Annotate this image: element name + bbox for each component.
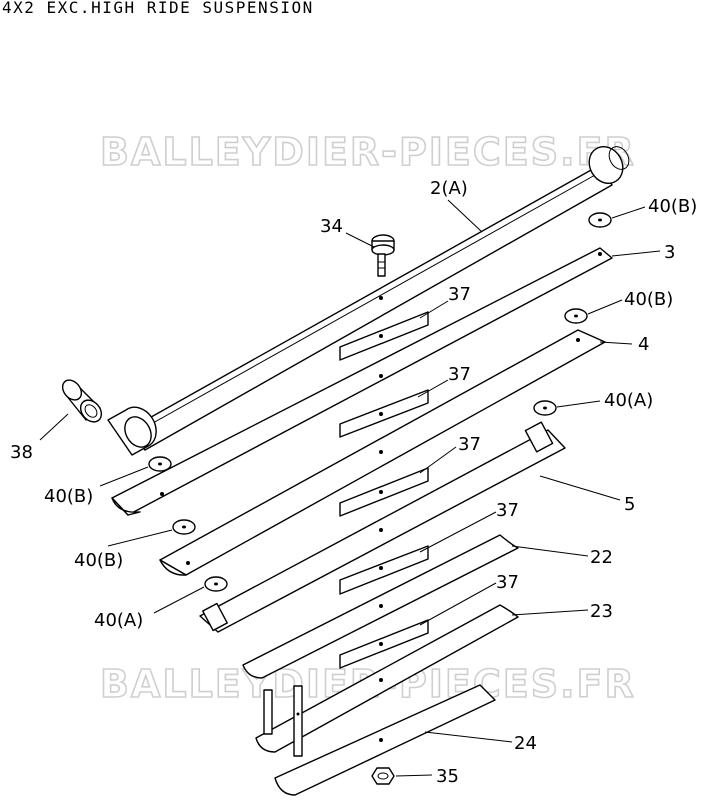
label-35: 35	[436, 766, 459, 787]
label-40b-3: 40(B)	[44, 486, 93, 507]
label-37-1: 37	[448, 284, 471, 305]
label-24: 24	[514, 733, 537, 754]
callout-labels: 2(A) 34 40(B) 3 37 40(B) 4 37 40(A) 38 3…	[10, 178, 697, 787]
washers-40	[148, 212, 612, 592]
label-40b-1: 40(B)	[648, 196, 697, 217]
leaf-3	[111, 247, 613, 516]
leaf-5	[199, 421, 566, 633]
label-34: 34	[320, 216, 343, 237]
label-37-4: 37	[496, 500, 519, 521]
leaf-23	[255, 604, 519, 757]
label-40a-2: 40(A)	[94, 610, 143, 631]
leader-lines	[39, 199, 661, 777]
label-40b-4: 40(B)	[74, 550, 123, 571]
label-5: 5	[624, 494, 635, 515]
center-bolt-34	[371, 234, 395, 277]
leaf-24	[274, 684, 496, 796]
label-40b-2: 40(B)	[624, 289, 673, 310]
label-4: 4	[638, 334, 649, 355]
label-23: 23	[590, 601, 613, 622]
label-3: 3	[664, 242, 675, 263]
watermark-top: BALLEYDIER-PIECES.FR	[100, 130, 636, 174]
main-leaf-2a	[107, 146, 630, 456]
diagram-title: 4X2 EXC.HIGH RIDE SUSPENSION	[2, 0, 314, 17]
label-37-3: 37	[458, 434, 481, 455]
bushing-38	[61, 379, 103, 423]
label-2a: 2(A)	[430, 178, 468, 199]
label-40a-1: 40(A)	[604, 390, 653, 411]
nut-35	[371, 767, 395, 785]
label-37-5: 37	[496, 572, 519, 593]
label-37-2: 37	[448, 364, 471, 385]
leaf-22	[242, 534, 519, 679]
label-38: 38	[10, 442, 33, 463]
label-22: 22	[590, 547, 613, 568]
